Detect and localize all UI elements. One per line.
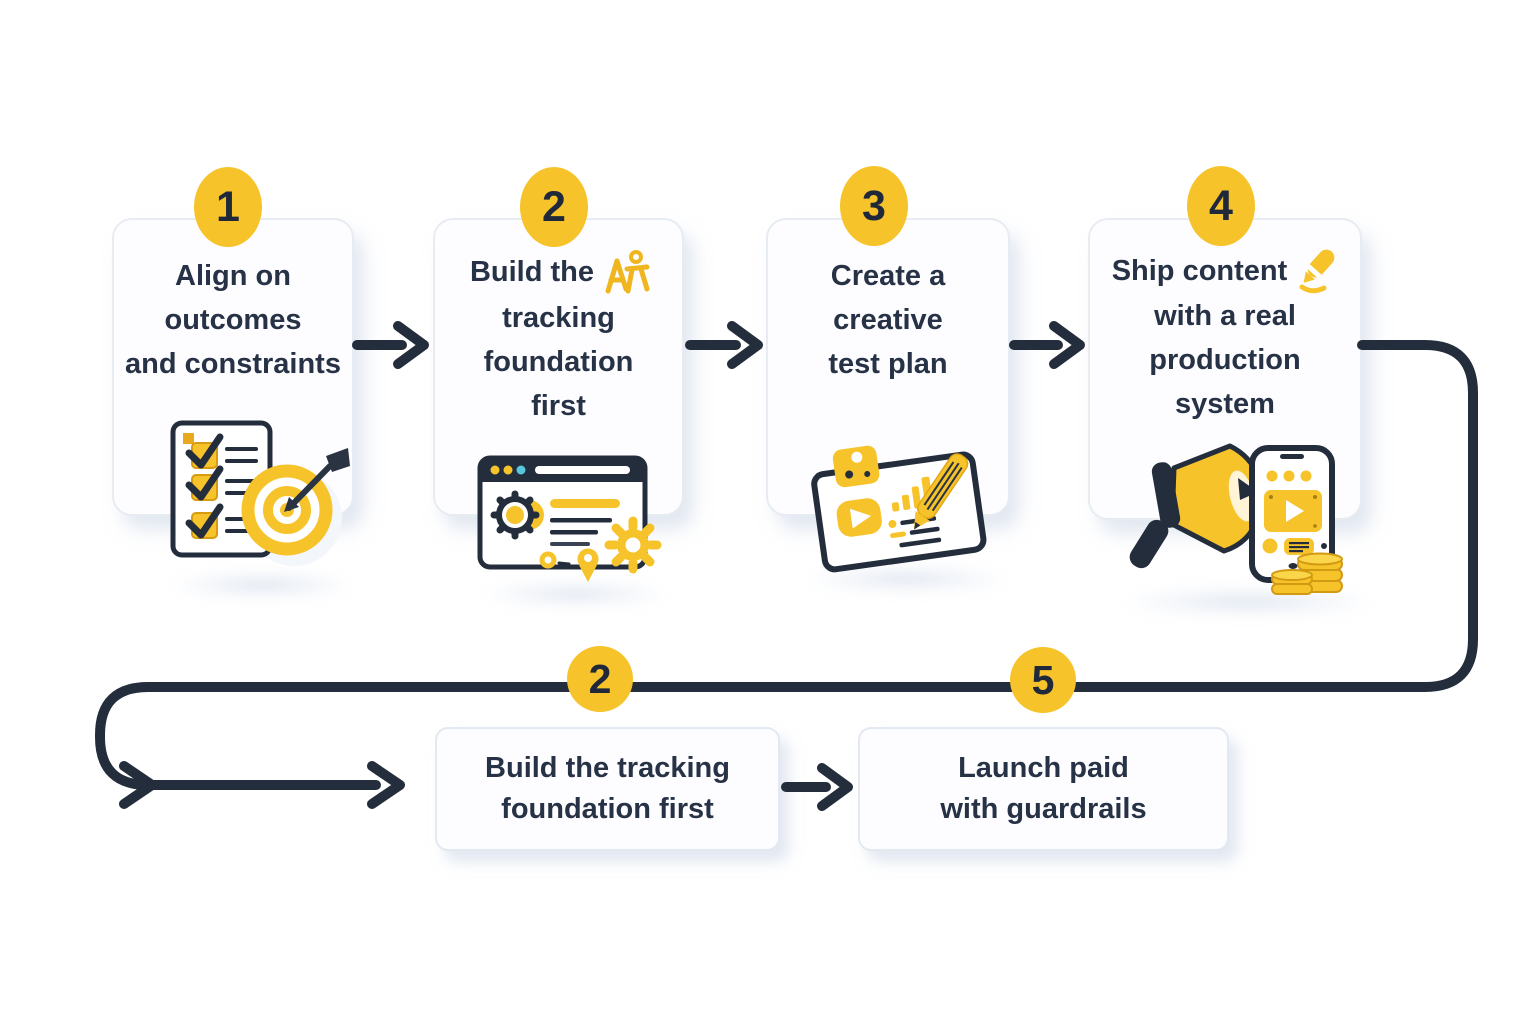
- marker-icon: [1299, 249, 1335, 294]
- step-title-line: production: [1149, 344, 1301, 376]
- ground-shadow: [478, 582, 673, 606]
- step-number: 3: [862, 181, 886, 230]
- step-number: 2: [588, 655, 612, 702]
- checklist-target-icon: [158, 406, 358, 596]
- browser-gears-icon: [472, 446, 662, 591]
- step-number: 1: [216, 182, 240, 231]
- step-number: 5: [1031, 656, 1055, 703]
- step-title-line: foundation: [483, 346, 634, 378]
- loop-title-line: Build the tracking: [485, 752, 730, 784]
- step-number-badge-1: 1: [194, 167, 262, 247]
- arrowhead: [1049, 321, 1085, 369]
- step-title-line: Create a: [830, 260, 946, 292]
- step-title-line: with a real: [1154, 300, 1296, 332]
- coins-icon: [1271, 552, 1343, 595]
- step-title-line: test plan: [828, 348, 948, 380]
- step-number-badge-4: 4: [1187, 166, 1255, 246]
- step-title-line: Align on: [175, 260, 291, 292]
- step-number: 2: [542, 182, 566, 231]
- arrowhead: [367, 761, 405, 809]
- step-number: 4: [1209, 181, 1233, 230]
- step-title-line: and constraints: [125, 348, 341, 380]
- loop-card-launch-paid: Launch paid with guardrails: [858, 727, 1229, 851]
- clipboard-pencil-icon: [798, 426, 1003, 576]
- loop-title-line: foundation first: [501, 793, 714, 825]
- step-title-line: outcomes: [164, 304, 302, 336]
- arrowhead: [817, 763, 853, 811]
- loop-number-badge-2: 2: [567, 646, 633, 712]
- loop-title-line: with guardrails: [940, 793, 1147, 825]
- step-title-line: Ship content: [1111, 255, 1288, 287]
- arrowhead: [393, 321, 429, 369]
- step-title-line: creative: [833, 304, 943, 336]
- step-title-line: system: [1175, 388, 1275, 420]
- loop-card-build-tracking: Build the tracking foundation first: [435, 727, 780, 851]
- ground-shadow: [168, 572, 358, 598]
- arrowhead: [727, 321, 763, 369]
- step-title-line: tracking: [502, 302, 615, 334]
- step-number-badge-2: 2: [520, 167, 588, 247]
- megaphone-phone-coins-icon: [1112, 438, 1367, 603]
- step-title-line: Build the: [469, 256, 595, 288]
- loopback-line: [95, 340, 1478, 790]
- figure-letter-icon: [605, 250, 650, 294]
- arrowhead: [119, 761, 157, 809]
- loop-title-line: Launch paid: [958, 752, 1129, 784]
- step-title-line: first: [531, 390, 586, 422]
- step-number-badge-3: 3: [840, 166, 908, 246]
- loop-number-badge-5: 5: [1010, 647, 1076, 713]
